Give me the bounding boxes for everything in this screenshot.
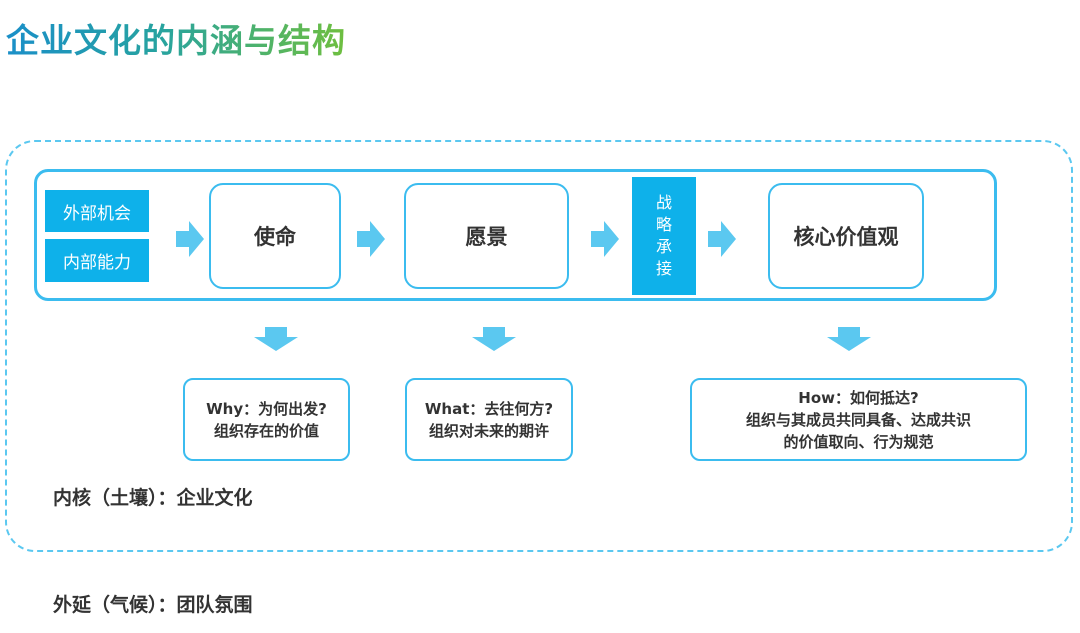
arrow-down-icon [472, 327, 516, 351]
arrow-right-icon [357, 221, 385, 257]
how-box: How：如何抵达? 组织与其成员共同具备、达成共识 的价值取向、行为规范 [690, 378, 1027, 461]
why-box: Why：为何出发? 组织存在的价值 [183, 378, 350, 461]
external-opportunity-tag: 外部机会 [45, 190, 149, 232]
arrow-right-icon [591, 221, 619, 257]
why-answer: 组织存在的价值 [213, 421, 319, 440]
core-label: 内核（土壤）：企业文化 [53, 487, 253, 509]
what-answer: 组织对未来的期许 [428, 421, 549, 440]
what-question: What：去往何方? [424, 399, 554, 418]
arrow-right-icon [708, 221, 736, 257]
how-question: How：如何抵达? [798, 388, 919, 407]
how-answer-line1: 组织与其成员共同具备、达成共识 [745, 410, 971, 429]
vision-box: 愿景 [404, 183, 569, 289]
arrow-down-icon [254, 327, 298, 351]
strategy-char: 接 [655, 259, 672, 278]
core-values-box: 核心价值观 [768, 183, 924, 289]
extension-label: 外延（气候）：团队氛围 [53, 594, 253, 616]
flow-frame [34, 169, 997, 301]
strategy-char: 战 [655, 193, 672, 212]
strategy-link-tag: 战 略 承 接 [632, 177, 696, 295]
arrow-right-icon [176, 221, 204, 257]
how-answer-line2: 的价值取向、行为规范 [783, 432, 934, 451]
page-title: 企业文化的内涵与结构 [6, 14, 346, 62]
why-question: Why：为何出发? [206, 399, 327, 418]
strategy-char: 承 [655, 237, 672, 256]
mission-box: 使命 [209, 183, 341, 289]
core-culture-region [5, 140, 1073, 552]
arrow-down-icon [827, 327, 871, 351]
strategy-char: 略 [655, 215, 672, 234]
internal-capability-tag: 内部能力 [45, 239, 149, 282]
what-box: What：去往何方? 组织对未来的期许 [405, 378, 573, 461]
